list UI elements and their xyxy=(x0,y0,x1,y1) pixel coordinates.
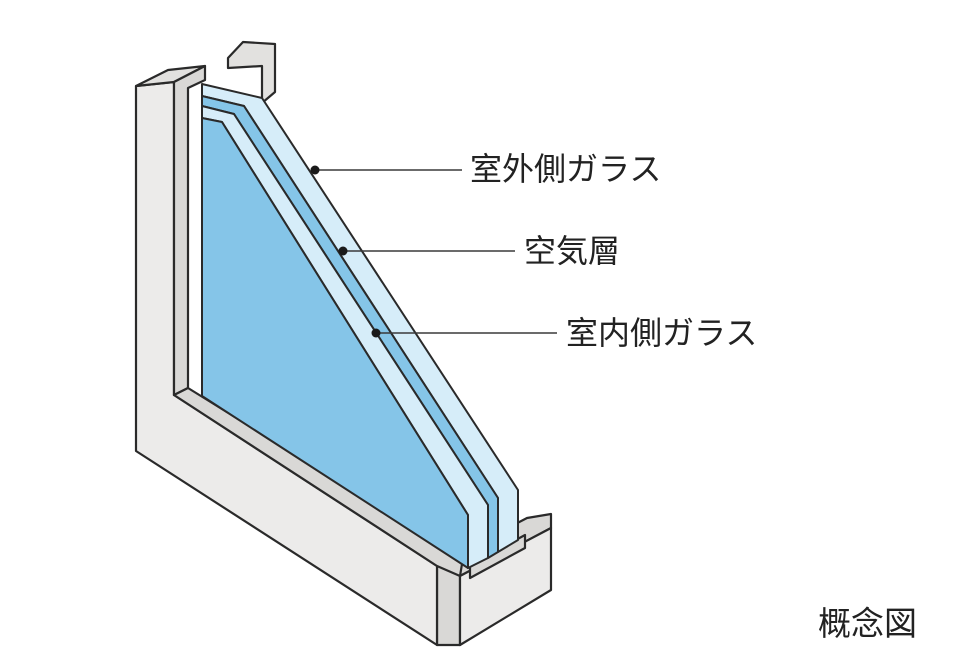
leader-dot-inner-glass xyxy=(371,328,381,338)
frame-sill-channel xyxy=(172,386,465,578)
leaders xyxy=(315,169,557,334)
label-outer-glass: 室外側ガラス xyxy=(470,150,661,188)
label-inner-glass: 室内側ガラス xyxy=(566,314,757,352)
window-frame xyxy=(134,40,553,647)
inner-glass-face xyxy=(201,117,469,569)
frame-rebate xyxy=(172,64,207,397)
glass-unit xyxy=(201,83,519,569)
leader-dots xyxy=(310,165,381,338)
caption: 概念図 xyxy=(818,604,917,643)
label-air-layer: 空気層 xyxy=(524,232,620,270)
leader-dot-outer-glass xyxy=(310,165,320,175)
frame-back-post xyxy=(226,40,277,105)
leader-dot-air-layer xyxy=(338,246,348,256)
